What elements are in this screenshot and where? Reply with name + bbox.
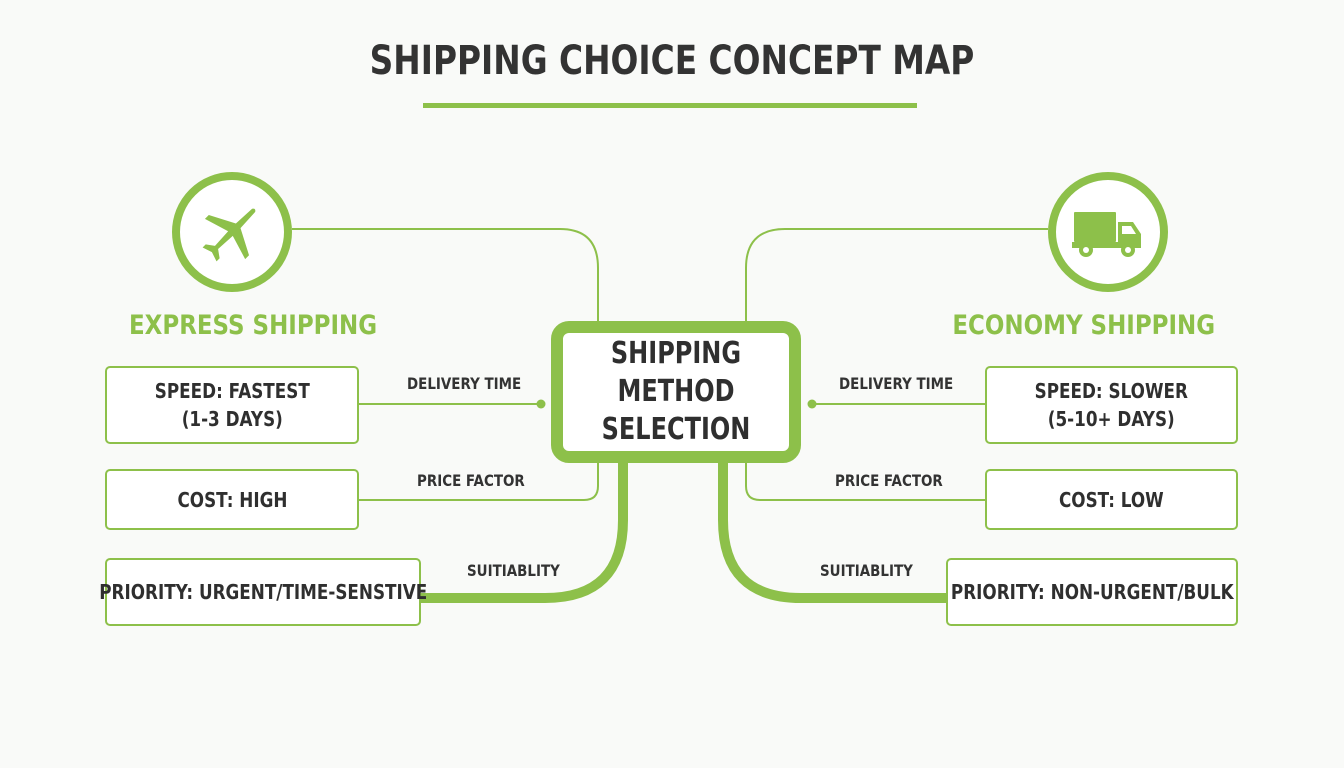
economy-price-connector <box>745 463 985 501</box>
economy-cost-box: COST: LOW <box>985 469 1238 530</box>
economy-priority-text: PRIORITY: NON-URGENT/BULK <box>950 580 1234 604</box>
economy-speed-box: SPEED: SLOWER (5-10+ DAYS) <box>985 366 1238 444</box>
economy-priority-box: PRIORITY: NON-URGENT/BULK <box>946 558 1238 626</box>
economy-delivery-label: DELIVERY TIME <box>839 374 954 393</box>
express-suitability-connector <box>421 463 628 603</box>
express-delivery-label: DELIVERY TIME <box>407 374 522 393</box>
economy-price-label: PRICE FACTOR <box>835 471 943 490</box>
economy-suitability-connector <box>718 463 946 603</box>
economy-speed-text: SPEED: SLOWER (5-10+ DAYS) <box>1034 379 1189 431</box>
express-icon-connector <box>292 228 599 321</box>
express-speed-box: SPEED: FASTEST (1-3 DAYS) <box>105 366 359 444</box>
center-node: SHIPPING METHOD SELECTION <box>551 321 801 463</box>
economy-heading: ECONOMY SHIPPING <box>952 310 1215 341</box>
express-priority-box: PRIORITY: URGENT/TIME-SENSTIVE <box>99 558 427 626</box>
express-cost-box: COST: HIGH <box>105 469 359 530</box>
economy-suitability-label: SUITIABLITY <box>820 561 913 580</box>
express-price-connector <box>359 463 599 501</box>
express-suitability-label: SUITIABLITY <box>467 561 560 580</box>
express-delivery-dot <box>536 399 546 409</box>
express-cost-text: COST: HIGH <box>177 487 287 512</box>
page-title: SHIPPING CHOICE CONCEPT MAP <box>369 38 975 84</box>
economy-icon-connector <box>745 228 1048 321</box>
center-node-label: SHIPPING METHOD SELECTION <box>601 336 751 447</box>
express-price-label: PRICE FACTOR <box>417 471 525 490</box>
truck-icon <box>1072 212 1141 257</box>
economy-icon-badge <box>1048 172 1168 292</box>
express-icon-badge <box>172 172 292 292</box>
express-priority-text: PRIORITY: URGENT/TIME-SENSTIVE <box>99 580 428 604</box>
express-heading: EXPRESS SHIPPING <box>129 310 378 341</box>
economy-delivery-dot <box>807 399 817 409</box>
express-speed-text: SPEED: FASTEST (1-3 DAYS) <box>154 379 310 431</box>
economy-cost-text: COST: LOW <box>1059 487 1164 512</box>
airplane-icon <box>202 208 256 262</box>
title-underline <box>423 103 917 108</box>
